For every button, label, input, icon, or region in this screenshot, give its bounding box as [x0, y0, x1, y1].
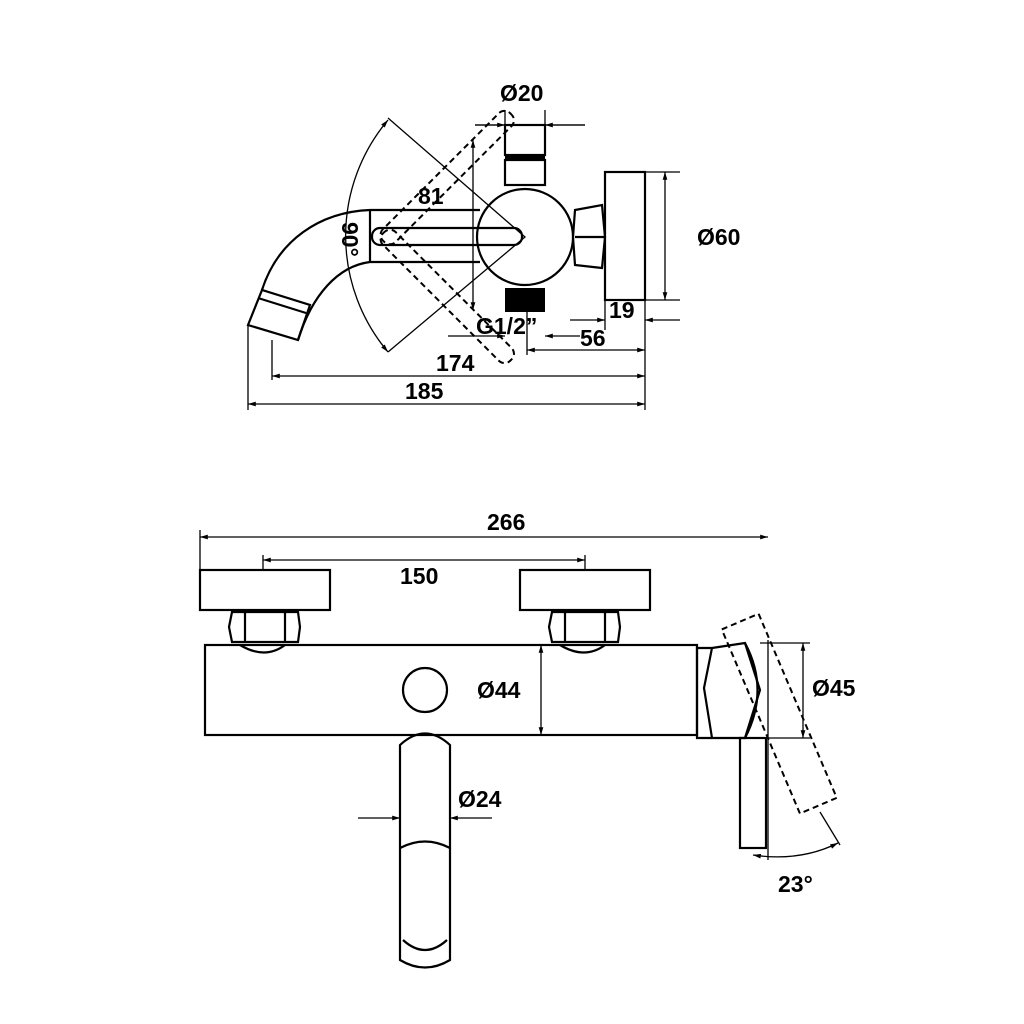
dim-offset: 56	[580, 325, 606, 351]
front-view: 266 150 Ø44 Ø45 Ø24 23°	[198, 509, 856, 969]
stem-cap	[503, 123, 547, 157]
dim-overall-width: 266	[487, 509, 525, 535]
swivel-position-1	[379, 228, 515, 365]
top-view: Ø20 81 90° Ø60 G1/2” 19 56 174 185	[246, 80, 740, 410]
spout-straight	[368, 208, 480, 264]
dim-lever-angle: 23°	[778, 871, 813, 897]
hex-nut	[571, 203, 607, 270]
left-nut	[227, 610, 302, 644]
dim-length-174: 174	[436, 350, 475, 376]
spout	[398, 732, 452, 969]
dim-body-diameter: Ø44	[477, 677, 521, 703]
wall-flange	[603, 170, 647, 302]
lever-angle-arc	[752, 842, 839, 859]
lever	[738, 736, 768, 850]
valve-body-bar	[203, 643, 699, 737]
right-flange	[518, 568, 652, 612]
dim-stem-diameter: Ø20	[500, 80, 543, 106]
dim-centers: 150	[400, 563, 438, 589]
stem	[503, 158, 547, 187]
dim-spout-diameter: Ø24	[458, 786, 502, 812]
lever-rotated-position	[720, 612, 839, 815]
spout-nozzle	[246, 288, 312, 342]
dim-length-185: 185	[405, 378, 444, 404]
swivel-position-2	[379, 109, 515, 246]
handle	[695, 641, 762, 740]
diverter-knob	[401, 666, 449, 714]
dim-spout-length: 81	[418, 183, 444, 209]
dim-flange-diameter: Ø60	[697, 224, 740, 250]
dim-flange-depth: 19	[609, 297, 635, 323]
dim-thread: G1/2”	[476, 313, 537, 339]
right-nut	[547, 610, 622, 644]
spout-slot	[370, 226, 524, 247]
thread-connector	[505, 288, 545, 312]
dim-handle-diameter: Ø45	[812, 675, 856, 701]
dim-swivel-angle: 90°	[337, 222, 363, 257]
angle-arc	[345, 119, 389, 353]
left-flange	[198, 568, 332, 612]
